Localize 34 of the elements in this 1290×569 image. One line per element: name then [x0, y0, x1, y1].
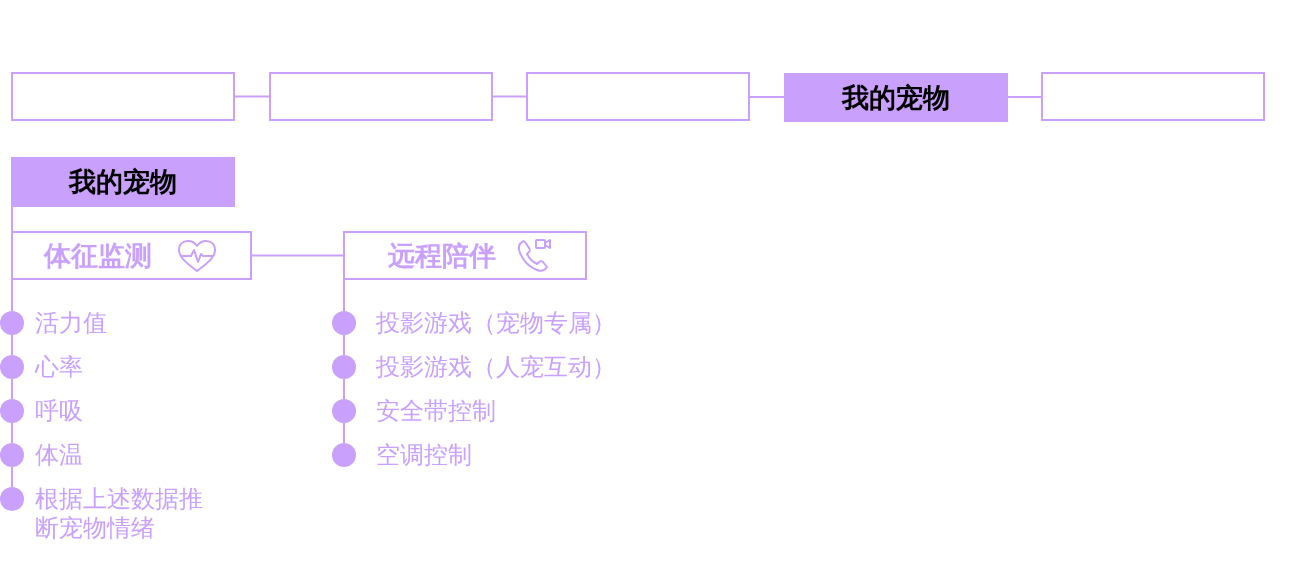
- empty-box: [11, 72, 235, 121]
- connector-line: [343, 378, 345, 400]
- list-item: 呼吸: [35, 399, 83, 423]
- list-item: 空调控制: [376, 443, 472, 467]
- connector-line: [343, 334, 345, 356]
- connector-line: [234, 95, 270, 98]
- connector-line: [11, 206, 13, 232]
- connector-line: [492, 95, 527, 98]
- empty-box: [526, 72, 750, 121]
- list-item: 投影游戏（宠物专属）: [376, 311, 616, 335]
- highlighted-box: 我的宠物: [11, 157, 235, 207]
- connector-line: [1007, 96, 1042, 98]
- section-title: 体征监测: [44, 239, 152, 272]
- connector-line: [11, 466, 13, 488]
- section-box: [11, 231, 252, 280]
- section-box: [343, 231, 587, 280]
- list-item: 体温: [35, 443, 83, 467]
- list-item: 活力值: [35, 311, 107, 335]
- connector-line: [749, 96, 785, 98]
- list-item: 根据上述数据推断宠物情绪: [35, 484, 204, 543]
- highlighted-box: 我的宠物: [784, 73, 1008, 122]
- connector-line: [11, 334, 13, 356]
- connector-line: [11, 279, 13, 312]
- connector-line: [343, 422, 345, 444]
- empty-box: [269, 72, 493, 121]
- list-item: 投影游戏（人宠互动）: [376, 355, 616, 379]
- connector-line: [251, 254, 344, 257]
- list-item: 心率: [35, 355, 83, 379]
- connector-line: [343, 279, 345, 312]
- connector-line: [11, 422, 13, 444]
- empty-box: [1041, 72, 1265, 121]
- connector-line: [11, 378, 13, 400]
- section-title: 远程陪伴: [388, 239, 496, 272]
- list-item: 安全带控制: [376, 399, 496, 423]
